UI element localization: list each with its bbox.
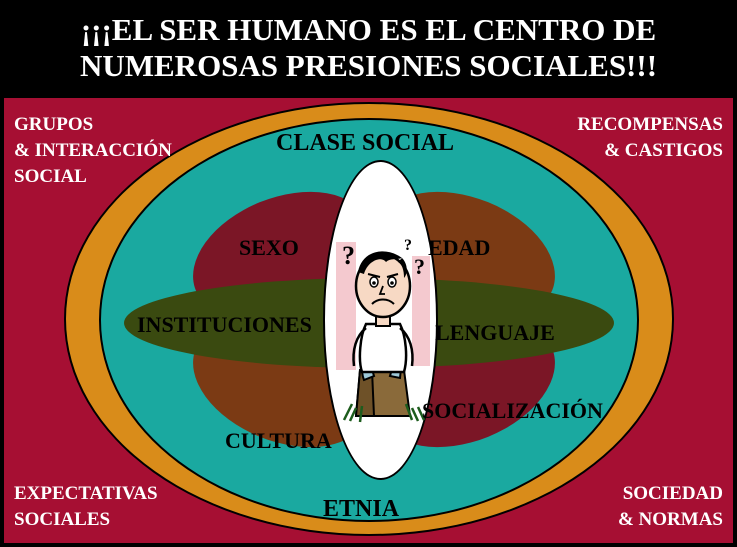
svg-text:?: ? bbox=[404, 237, 412, 254]
corner-caption-top-left: GRUPOS & INTERACCIÓN SOCIAL bbox=[14, 112, 172, 190]
label-cultura: CULTURA bbox=[225, 428, 332, 453]
svg-text:?: ? bbox=[414, 254, 425, 279]
confused-person-illustration: ? ? ? bbox=[336, 237, 430, 423]
corner-tr-line-1: RECOMPENSAS bbox=[577, 114, 723, 135]
label-clase-social: CLASE SOCIAL bbox=[276, 130, 455, 156]
corner-bl-line-1: EXPECTATIVAS bbox=[14, 483, 158, 504]
corner-tl-line-1: GRUPOS bbox=[14, 114, 94, 135]
corner-br-line-2: & NORMAS bbox=[617, 509, 723, 530]
title-line-1: ¡¡¡EL SER HUMANO ES EL CENTRO DE bbox=[80, 12, 657, 47]
corner-caption-bottom-left: EXPECTATIVAS SOCIALES bbox=[14, 481, 158, 533]
title-band: ¡¡¡EL SER HUMANO ES EL CENTRO DE NUMEROS… bbox=[0, 0, 737, 96]
label-instituciones: INSTITUCIONES bbox=[137, 312, 312, 337]
svg-text:?: ? bbox=[342, 241, 355, 270]
label-sexo: SEXO bbox=[239, 235, 299, 260]
title-line-2: NUMEROSAS PRESIONES SOCIALES!!! bbox=[79, 48, 658, 83]
corner-br-line-1: SOCIEDAD bbox=[622, 483, 723, 504]
corner-tr-line-2: & CASTIGOS bbox=[604, 140, 723, 161]
corner-bl-line-2: SOCIALES bbox=[14, 509, 111, 530]
corner-caption-bottom-right: SOCIEDAD & NORMAS bbox=[618, 481, 723, 533]
label-etnia: ETNIA bbox=[323, 496, 400, 522]
diagram-stage: ? ? ? CLASE SOCIAL SEXO EDAD INSTITUCION… bbox=[4, 98, 733, 543]
label-lenguaje: LENGUAJE bbox=[435, 320, 555, 345]
corner-caption-top-right: RECOMPENSAS & CASTIGOS bbox=[577, 112, 723, 164]
label-edad: EDAD bbox=[428, 235, 491, 260]
corner-tl-line-2: & INTERACCIÓN bbox=[14, 140, 172, 161]
corner-tl-line-3: SOCIAL bbox=[14, 166, 87, 187]
label-socializacion: SOCIALIZACIÓN bbox=[422, 398, 603, 423]
